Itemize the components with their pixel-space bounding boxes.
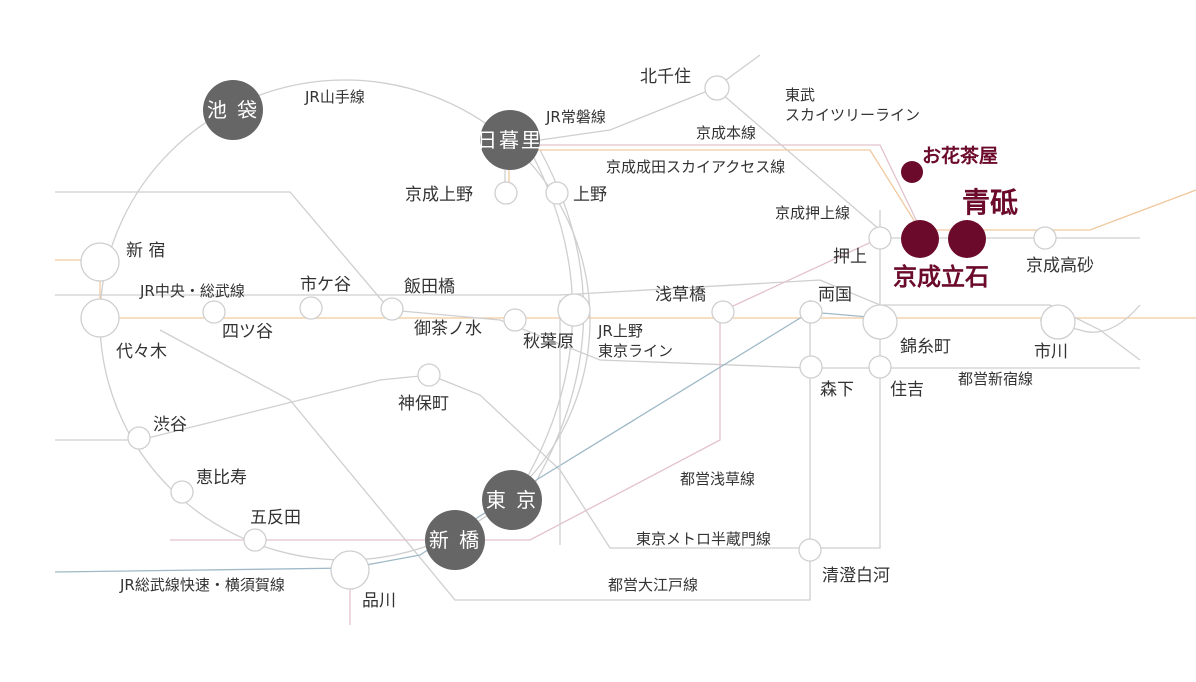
- label-gotanda: 五反田: [250, 508, 301, 528]
- label-ryogoku: 両国: [818, 285, 852, 305]
- hub-ikebukuro[interactable]: [203, 80, 263, 140]
- station-gotanda[interactable]: [243, 528, 267, 552]
- keisei-access-line: [510, 144, 921, 229]
- station-ryogoku[interactable]: [799, 300, 823, 324]
- station-aoto[interactable]: [948, 220, 986, 258]
- label-asakusabashi: 浅草橋: [655, 285, 706, 305]
- label-ebisu: 恵比寿: [196, 468, 247, 488]
- label-yoyogi: 代々木: [116, 342, 167, 362]
- station-shinagawa[interactable]: [330, 550, 370, 590]
- station-ohanajaya[interactable]: [901, 161, 923, 183]
- label-yamanote: JR山手線: [304, 88, 365, 106]
- station-yoyogi[interactable]: [80, 298, 120, 338]
- label-keisei-takasago: 京成高砂: [1026, 256, 1094, 276]
- tobu-line: [714, 87, 881, 231]
- label-shibuya: 渋谷: [153, 415, 187, 435]
- label-kiyosumi: 清澄白河: [822, 566, 890, 586]
- hub-nippori[interactable]: [480, 110, 540, 170]
- joban-line: [539, 54, 761, 141]
- hanzomon-line: [55, 230, 881, 549]
- label-ichikawa: 市川: [1034, 342, 1068, 362]
- label-oshiage-line: 京成押上線: [775, 204, 850, 222]
- minor-stations: [80, 75, 1076, 590]
- station-ueno[interactable]: [545, 181, 569, 205]
- label-iidabashi: 飯田橋: [404, 277, 455, 297]
- aoto-label: 青砥: [962, 186, 1018, 219]
- label-ichigaya: 市ケ谷: [300, 275, 351, 295]
- chuo-rapid-line: [55, 259, 1196, 319]
- label-chuo-sobu: JR中央・総武線: [139, 282, 245, 300]
- station-sumiyoshi[interactable]: [868, 355, 892, 379]
- label-tobu-2: スカイツリーライン: [785, 106, 920, 124]
- label-keisei-main: 京成本線: [696, 124, 756, 142]
- label-akihabara: 秋葉原: [523, 332, 574, 352]
- label-access: 京成成田スカイアクセス線: [606, 158, 785, 176]
- station-ichigaya[interactable]: [299, 296, 323, 320]
- hub-ikebukuro-label: 池 袋: [207, 98, 259, 122]
- station-jimbocho[interactable]: [417, 363, 441, 387]
- chuo-sobu-line: [55, 279, 1141, 361]
- station-ochanomizu[interactable]: [503, 308, 527, 332]
- label-asakusa-line: 都営浅草線: [680, 470, 755, 488]
- station-asakusabashi[interactable]: [711, 300, 735, 324]
- station-morishita[interactable]: [799, 355, 823, 379]
- label-sobu-rapid: JR総武線快速・横須賀線: [119, 576, 285, 594]
- station-keisei-tateishi[interactable]: [901, 220, 939, 258]
- label-ueno: 上野: [573, 185, 607, 205]
- label-oedo: 都営大江戸線: [608, 576, 698, 594]
- label-joban: JR常磐線: [545, 108, 606, 126]
- label-oshiage: 押上: [833, 247, 867, 267]
- line-labels: JR山手線 JR常磐線 東武 スカイツリーライン 京成本線 京成成田スカイアクセ…: [119, 86, 1033, 594]
- hub-shimbashi-label: 新 橋: [429, 528, 481, 552]
- label-sumiyoshi: 住吉: [890, 380, 924, 400]
- station-labels: 北千住 京成上野 上野 新 宿 市ケ谷 飯田橋 四ツ谷 代々木 御茶ノ水 秋葉原…: [116, 67, 1094, 611]
- label-keisei-ueno: 京成上野: [405, 185, 473, 205]
- label-shinjuku: 新 宿: [126, 241, 165, 261]
- keisei-tateishi-label: 京成立石: [893, 263, 989, 291]
- label-jimbocho: 神保町: [398, 394, 449, 414]
- station-yotsuya[interactable]: [202, 300, 226, 324]
- label-tobu-1: 東武: [785, 86, 815, 104]
- label-shinagawa: 品川: [362, 591, 396, 611]
- station-shinjuku[interactable]: [80, 242, 120, 282]
- station-iidabashi[interactable]: [380, 297, 404, 321]
- label-ueno-tokyo-2: 東京ライン: [598, 342, 673, 360]
- hub-shimbashi[interactable]: [425, 510, 485, 570]
- station-oshiage[interactable]: [868, 226, 892, 250]
- station-kinshicho[interactable]: [862, 304, 898, 340]
- ohanajaya-label: お花茶屋: [922, 144, 998, 167]
- station-ebisu[interactable]: [170, 480, 194, 504]
- oedo-line: [159, 300, 811, 601]
- station-keisei-ueno[interactable]: [494, 181, 518, 205]
- label-morishita: 森下: [820, 380, 854, 400]
- hub-tokyo[interactable]: [482, 470, 542, 530]
- label-kinshicho: 錦糸町: [900, 337, 951, 357]
- hub-tokyo-label: 東 京: [486, 488, 538, 512]
- hub-nippori-label: 日暮里: [477, 128, 543, 152]
- station-keisei-takasago[interactable]: [1033, 226, 1057, 250]
- label-hanzomon: 東京メトロ半蔵門線: [636, 530, 771, 548]
- station-shibuya[interactable]: [127, 426, 151, 450]
- label-shinjuku-line: 都営新宿線: [958, 370, 1033, 388]
- label-ochanomizu: 御茶ノ水: [414, 319, 482, 339]
- station-ichikawa[interactable]: [1040, 304, 1076, 340]
- label-yotsuya: 四ツ谷: [222, 322, 273, 342]
- station-kitasenju[interactable]: [704, 75, 730, 101]
- label-kitasenju: 北千住: [640, 67, 691, 87]
- station-akihabara[interactable]: [557, 293, 591, 327]
- sobu-east: [1039, 304, 1141, 333]
- toei-asakusa-line: [170, 237, 881, 541]
- label-ueno-tokyo-1: JR上野: [597, 322, 643, 340]
- station-kiyosumi[interactable]: [798, 538, 822, 562]
